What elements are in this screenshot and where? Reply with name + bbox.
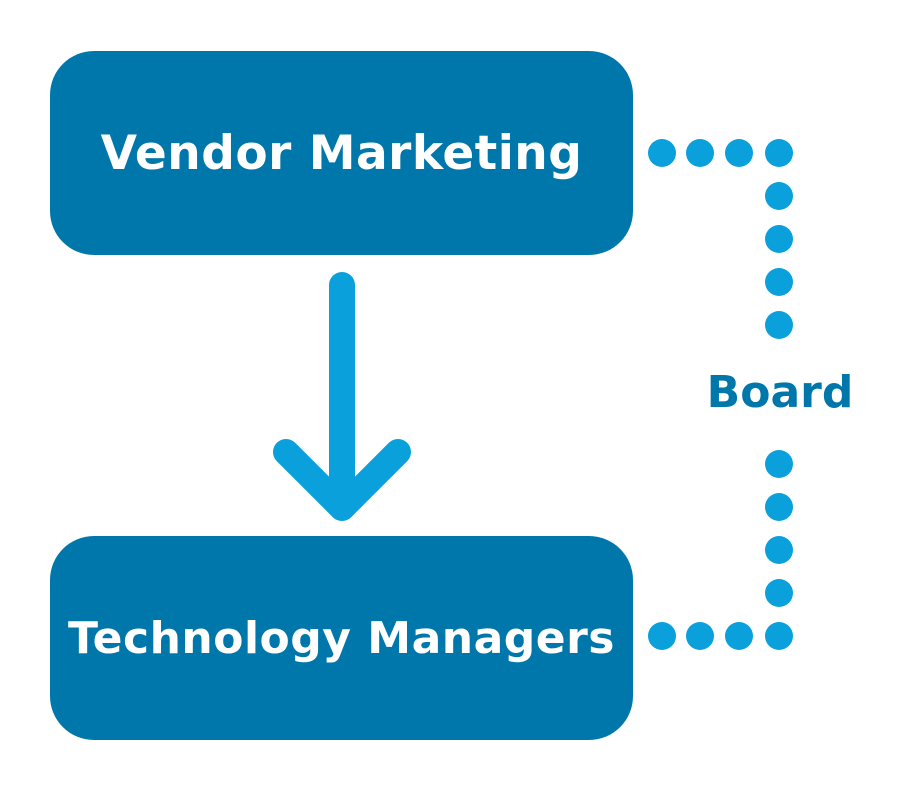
technology-managers-label: Technology Managers (68, 612, 615, 664)
vendor-marketing-box: Vendor Marketing (50, 51, 633, 255)
down-arrow-icon (273, 272, 411, 521)
board-label: Board (700, 360, 860, 424)
vendor-marketing-label: Vendor Marketing (100, 125, 583, 181)
technology-managers-box: Technology Managers (50, 536, 633, 740)
dotted-bracket-connector (648, 139, 793, 650)
